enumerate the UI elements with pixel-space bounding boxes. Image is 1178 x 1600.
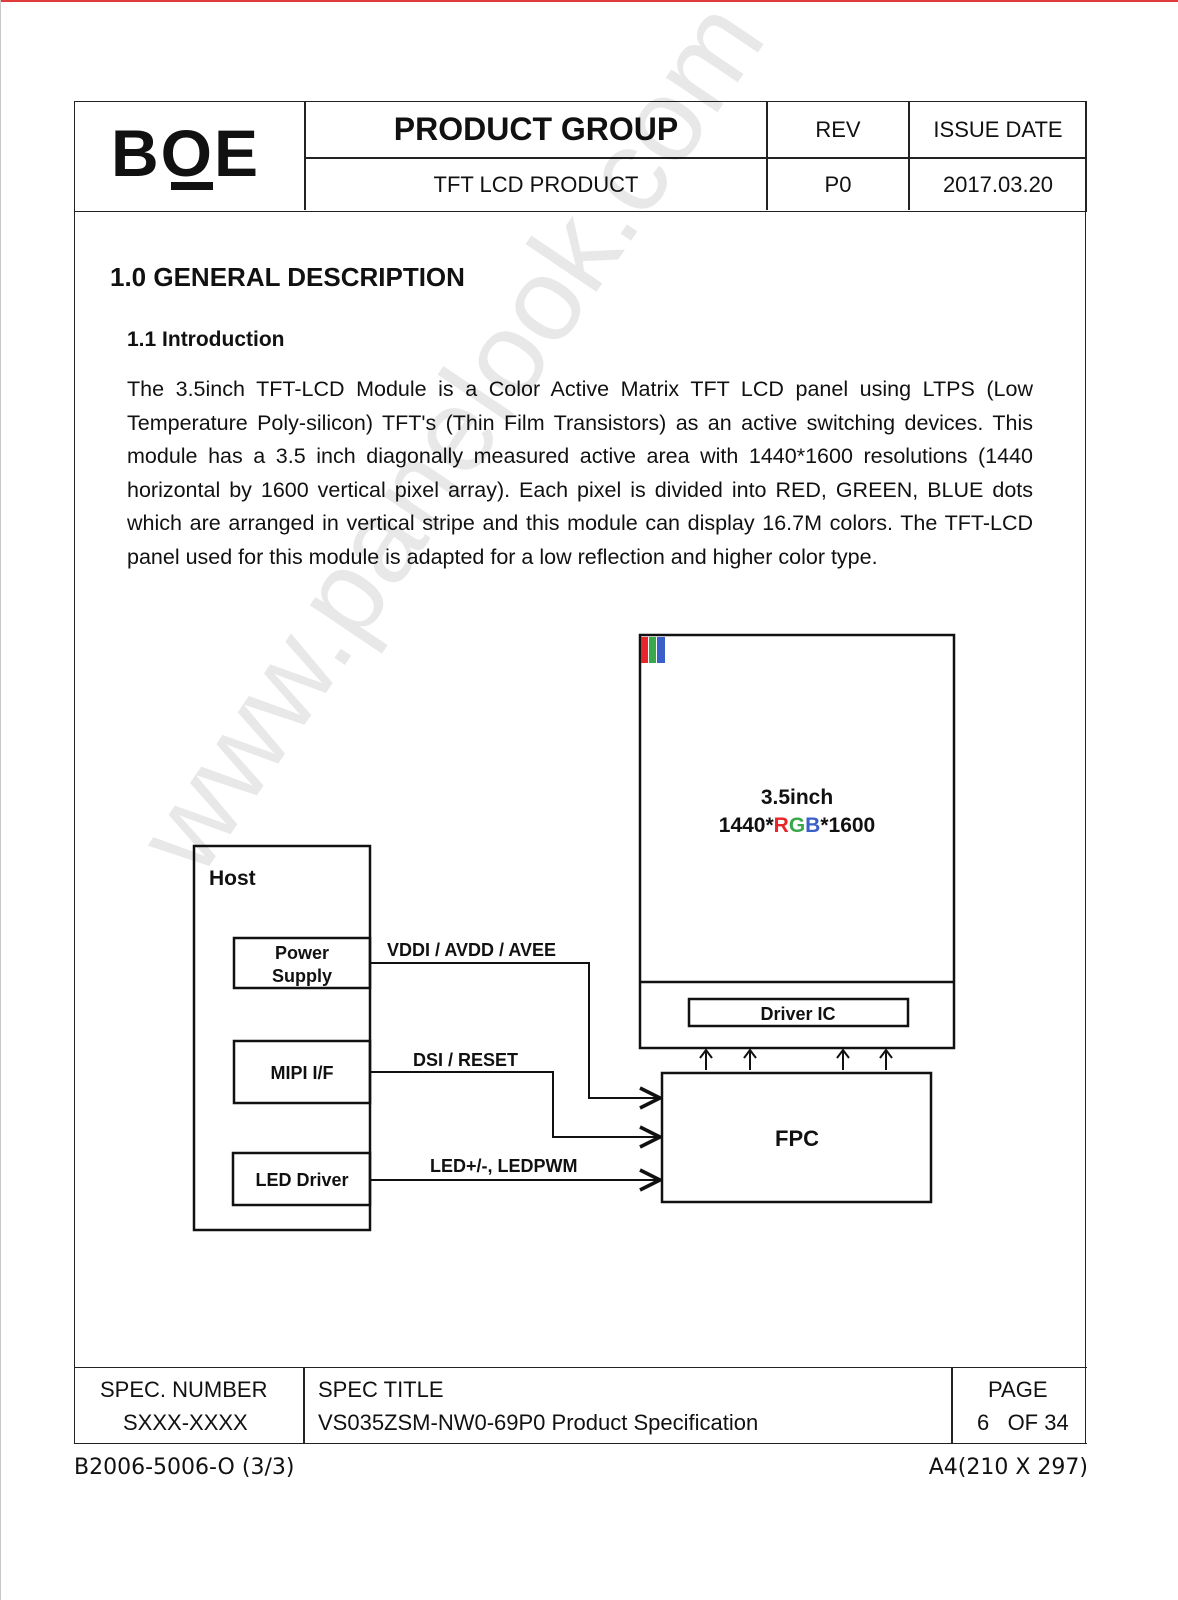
led-signal-label: LED+/-, LEDPWM [430, 1156, 578, 1176]
mipi-if-label: MIPI I/F [271, 1063, 334, 1083]
product-value: TFT LCD PRODUCT [433, 172, 639, 197]
fpc-to-panel-arrows [699, 1048, 893, 1070]
rev-label: REV [815, 116, 861, 142]
product-group-label: PRODUCT GROUP [393, 111, 679, 147]
power-supply-label-line2: Supply [272, 966, 332, 986]
spec-number-value: SXXX-XXXX [123, 1410, 248, 1435]
power-supply-label-line1: Power [275, 943, 329, 963]
paper-size: A4(210 X 297) [928, 1455, 1088, 1480]
led-driver-label: LED Driver [255, 1170, 348, 1190]
rev-value: P0 [824, 172, 852, 197]
boe-logo: BOE [109, 114, 279, 199]
issue-date-value: 2017.03.20 [942, 172, 1054, 197]
top-border [0, 0, 1178, 2]
fpc-box [660, 1071, 933, 1204]
spec-number-label: SPEC. NUMBER [100, 1377, 268, 1402]
issue-date-label: ISSUE DATE [933, 116, 1063, 142]
spec-title-value: VS035ZSM-NW0-69P0 Product Specification [318, 1410, 759, 1435]
form-code: B2006-5006-O (3/3) [74, 1455, 295, 1480]
subsection-title: 1.1 Introduction [127, 328, 285, 351]
left-border [0, 0, 1, 1600]
logo-text: BOE [111, 116, 260, 190]
subpixel-red [641, 637, 648, 663]
page-label: PAGE [988, 1377, 1048, 1402]
host-box [192, 844, 372, 1232]
driver-ic-label: Driver IC [760, 1004, 835, 1024]
power-signal-line [370, 962, 660, 1098]
panel-size-label: 3.5inch [761, 786, 833, 809]
section-title: 1.0 GENERAL DESCRIPTION [110, 262, 465, 292]
panel-resolution-label: 1440*RGB*1600 [719, 814, 875, 837]
subpixel-blue [657, 637, 665, 663]
dsi-signal-label: DSI / RESET [413, 1050, 518, 1070]
driver-ic-box [687, 997, 910, 1028]
subpixel-green [649, 637, 656, 663]
document-footer: SPEC. NUMBER SXXX-XXXX SPEC TITLE VS035Z… [74, 1367, 1087, 1444]
document-header: BOE PRODUCT GROUP REV ISSUE DATE TFT LCD… [74, 101, 1087, 212]
fpc-label: FPC [775, 1126, 819, 1151]
page-frame [74, 101, 1086, 1444]
dsi-signal-line [370, 1071, 660, 1137]
page-value: 6 OF 34 [977, 1410, 1069, 1435]
host-label: Host [209, 867, 256, 890]
lcd-panel-box [638, 633, 956, 1050]
power-signal-label: VDDI / AVDD / AVEE [387, 940, 556, 960]
spec-title-label: SPEC TITLE [318, 1377, 444, 1402]
intro-paragraph: The 3.5inch TFT-LCD Module is a Color Ac… [127, 377, 1033, 569]
